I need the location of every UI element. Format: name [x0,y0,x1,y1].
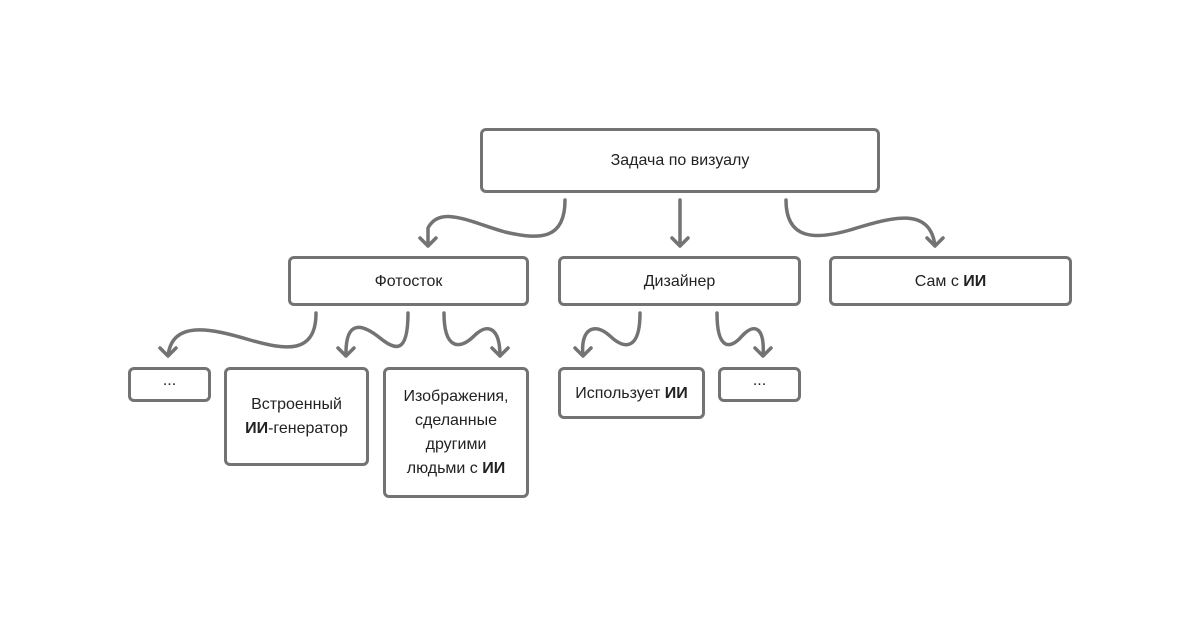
label-line: сделанные [414,411,497,429]
node-designer-other-label: ... [752,372,767,389]
node-photostock-other: ... [128,367,211,402]
node-designer-other: ... [718,367,801,402]
node-task: Задача по визуалу [480,128,880,193]
node-designer-label: Дизайнер [643,272,716,290]
node-photostock-other-label: ... [162,372,177,389]
arrow-root-to-self-ai [784,198,945,248]
label-bold: ИИ [245,419,269,437]
arrow-designer-to-uses-ai [573,311,642,358]
label-line: другими [425,435,487,453]
node-images-by-others: Изображения, сделанные другими людьми с … [383,367,529,498]
arrow-root-to-photostock [418,198,567,248]
node-builtin-generator-label: Встроенный ИИ-генератор [245,393,348,441]
label-text: Сам с [914,272,964,290]
label-line: людьми с [406,459,483,477]
node-designer-uses-ai-label: Использует ИИ [575,383,688,404]
node-designer-uses-ai: Использует ИИ [558,367,705,419]
node-self-ai: Сам с ИИ [829,256,1072,306]
label-line: -генератор [268,419,348,437]
node-designer: Дизайнер [558,256,801,306]
label-line: Изображения, [403,387,509,405]
node-photostock: Фотосток [288,256,529,306]
node-self-ai-label: Сам с ИИ [915,271,987,292]
node-builtin-generator: Встроенный ИИ-генератор [224,367,369,466]
label-bold: ИИ [963,272,987,290]
label-bold: ИИ [664,384,688,402]
label-text: Использует [575,384,665,402]
arrow-photostock-to-generator [336,311,410,358]
node-task-label: Задача по визуалу [610,152,750,169]
label-bold: ИИ [482,459,506,477]
label-line: Встроенный [251,395,342,413]
node-images-by-others-label: Изображения, сделанные другими людьми с … [404,385,509,481]
arrow-photostock-to-images [442,311,510,358]
node-photostock-label: Фотосток [374,272,443,290]
arrow-root-to-designer [670,198,690,248]
arrow-designer-to-other [715,311,773,358]
arrow-photostock-to-other [158,311,318,358]
